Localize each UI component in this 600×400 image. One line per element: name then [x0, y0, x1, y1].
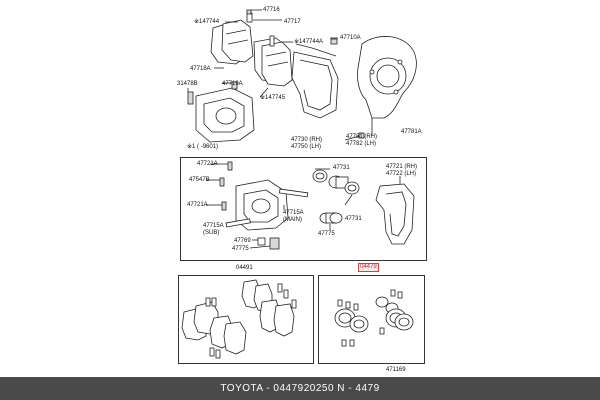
label-471169: 471169: [386, 367, 406, 373]
label-9601: ※1 ( -9601): [187, 144, 219, 150]
caliper-bracket-drawing: [291, 43, 339, 119]
label-47730RH: 47730 (RH): [291, 137, 323, 143]
label-31478B: 31478B: [177, 81, 198, 87]
bushing-drawing: [257, 237, 280, 250]
brake-pad-inner-drawing: [210, 19, 254, 65]
leader-lines-top: [187, 9, 373, 141]
label-47750LH: 47750 (LH): [291, 144, 322, 150]
label-04479-highlighted[interactable]: 04479: [358, 263, 379, 272]
caliper-assembly-drawing: [235, 179, 289, 231]
dust-cover-drawing: [357, 36, 417, 119]
label-147744: ※147744: [194, 19, 220, 25]
label-47719A: 47719A: [222, 81, 243, 87]
pad-kit-box: [178, 275, 314, 364]
mounting-bracket-drawing: [375, 183, 415, 245]
label-47782LH: 47782 (LH): [346, 141, 377, 147]
label-47721A-2: 47721A: [187, 202, 208, 208]
brake-pad-outer-drawing: [253, 37, 293, 87]
label-147744A: ※147744A: [294, 39, 324, 45]
caliper-assembly-box: [180, 157, 427, 261]
pin-drawing: [231, 81, 238, 90]
bolts-mid-drawing: [219, 161, 233, 211]
label-147745: ※147745: [260, 95, 286, 101]
label-47547B: 47547B: [189, 177, 210, 183]
seal-kit-box: [318, 275, 425, 364]
piston-seal-drawing: [312, 169, 360, 195]
pad-kit-drawing: [181, 279, 297, 359]
bolt-drawing: [330, 38, 338, 45]
shim-drawing: [269, 35, 275, 47]
label-47731-1: 47731: [333, 165, 350, 171]
label-47717: 47717: [284, 19, 301, 25]
footer-part-number: TOYOTA - 0447920250 N - 4479: [220, 383, 380, 394]
bolt-small-drawing: [358, 132, 365, 139]
label-47775-2: 47775: [232, 246, 249, 252]
screw-drawing: [246, 9, 252, 15]
label-47769: 47769: [234, 238, 251, 244]
label-47722LH: 47722 (LH): [386, 171, 417, 177]
label-47718A: 47718A: [190, 66, 211, 72]
leader-lines-mid: [206, 163, 401, 249]
boot-drawing: [319, 212, 343, 224]
slide-pin-drawing: [225, 188, 309, 228]
label-47715A-sub-note: (SUB): [203, 230, 220, 236]
caliper-body-top-drawing: [195, 87, 255, 143]
label-47781RH: 47781 (RH): [346, 134, 378, 140]
label-47721A-1: 47721A: [197, 161, 218, 167]
footer-bar: TOYOTA - 0447920250 N - 4479: [0, 377, 600, 400]
label-47710A: 47710A: [340, 35, 361, 41]
label-47721RH: 47721 (RH): [386, 164, 418, 170]
bleeder-drawing: [187, 91, 194, 105]
label-47715A-main-note: (MAIN): [283, 217, 302, 223]
label-47781A: 47781A: [401, 129, 422, 135]
label-47715A-sub: 47715A: [203, 223, 224, 229]
label-47715A-main: 47715A: [283, 210, 304, 216]
seal-kit-drawing: [334, 289, 414, 347]
label-47775-1: 47775: [318, 231, 335, 237]
label-04491: 04491: [236, 265, 253, 271]
label-47716: 47716: [263, 7, 280, 13]
label-47731-2: 47731: [345, 216, 362, 222]
